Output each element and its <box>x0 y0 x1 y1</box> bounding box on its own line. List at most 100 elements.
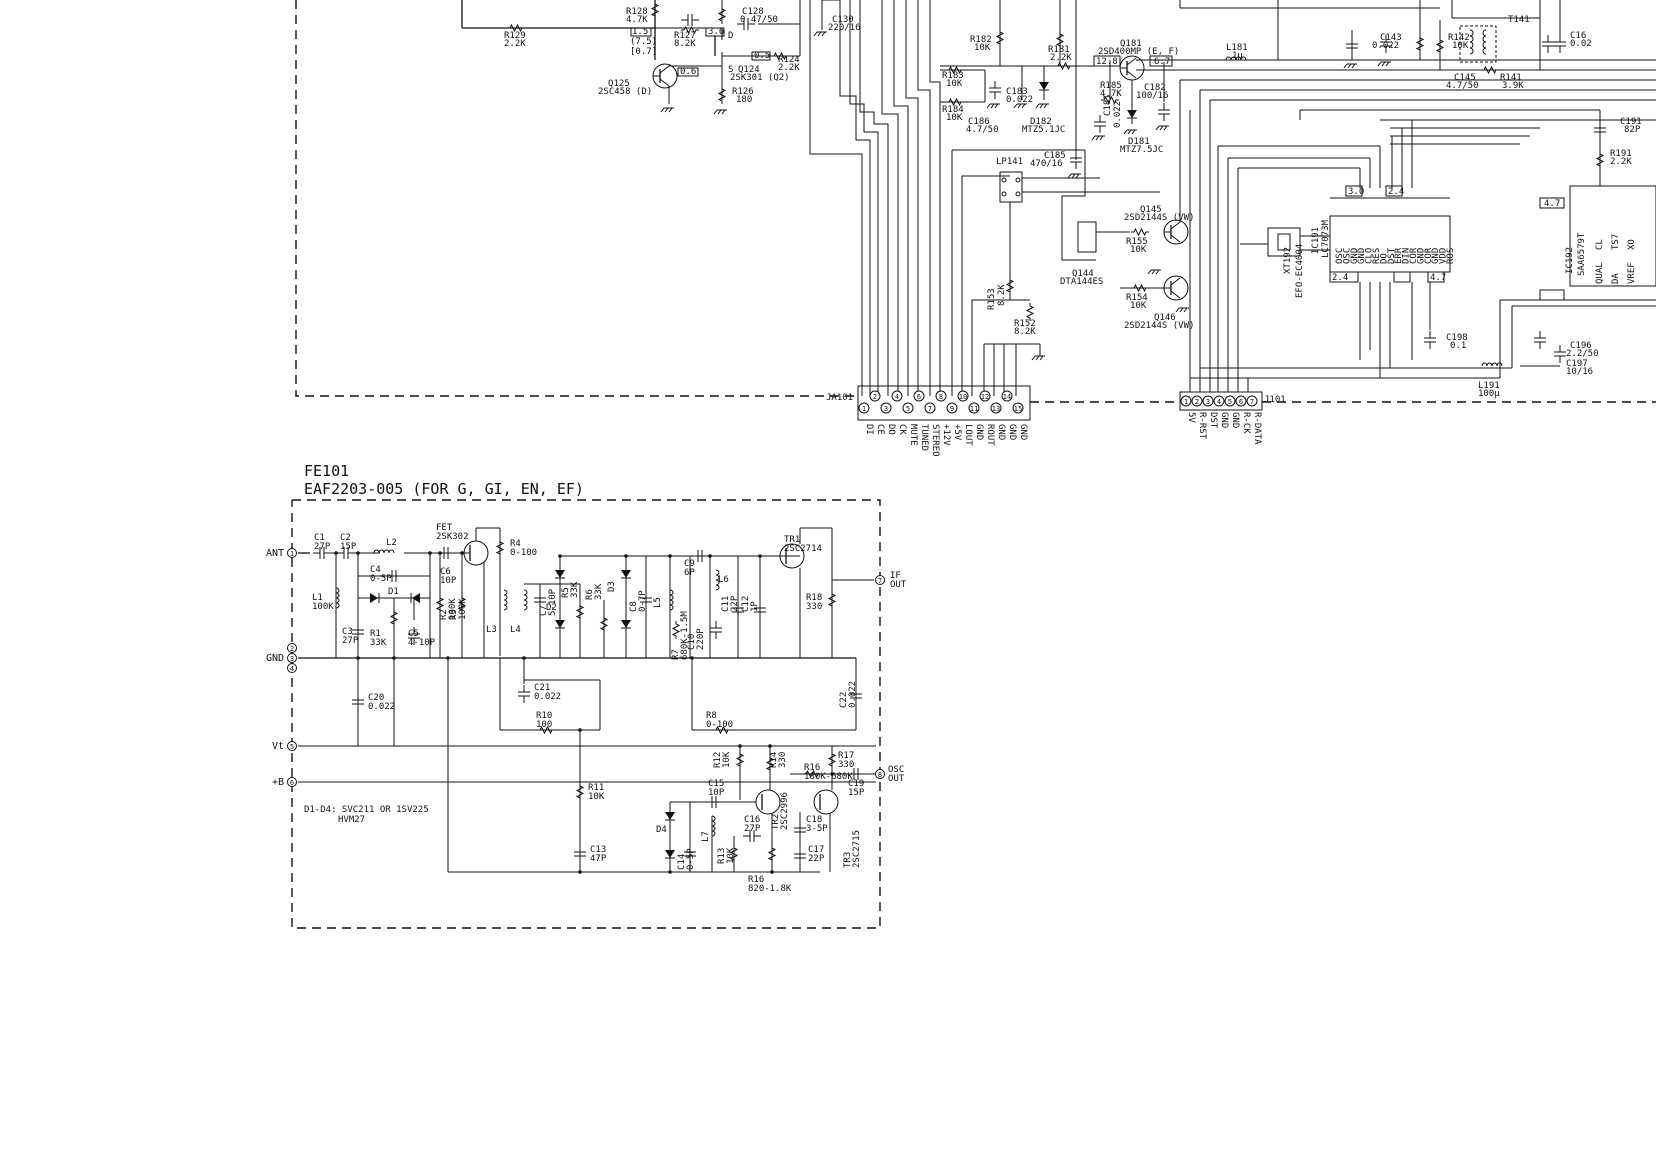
voltage-12: 4.7 <box>1544 199 1560 209</box>
ja101-pin-1: 1 <box>858 402 870 414</box>
ja101-bus-lines <box>809 0 1085 396</box>
j101-pin-5: 5 <box>1224 395 1236 407</box>
ic192-pin-label: TS7 <box>1611 234 1621 250</box>
ja101-pin-label: GND <box>1018 424 1028 440</box>
fe-c20-value: 0.022 <box>368 702 395 712</box>
c185-label: C185 <box>1044 151 1066 161</box>
j101-pin-label: R-DATA <box>1252 412 1262 445</box>
d181-value: MTZ7.5JC <box>1120 145 1163 155</box>
fe101-pin-number: 6 <box>290 779 294 787</box>
j101-pin-number: 6 <box>1239 398 1243 406</box>
c130-value: 220/16 <box>828 23 861 33</box>
ic192-value: SAA6579T <box>1577 232 1587 276</box>
fe101-pin-number: 7 <box>878 577 882 585</box>
fe101-pin-number: 4 <box>290 665 294 673</box>
ja101-pin-15: 15 <box>1012 402 1024 414</box>
q145-value: 2SD2144S (VW) <box>1124 213 1194 223</box>
c198-value: 0.1 <box>1450 341 1466 351</box>
fe-c2-value: 15P <box>340 542 357 552</box>
d182-value: MTZ5.1JC <box>1022 125 1065 135</box>
ic191-pin-label: OSC <box>1342 248 1352 264</box>
ja101-pin-11: 11 <box>968 402 980 414</box>
fe101-port-label: Vt <box>272 741 284 752</box>
fe-c2-label: C2 <box>340 533 351 543</box>
fe-tr2-label: TR2 <box>771 814 781 830</box>
fe-r13-value: 10K <box>726 847 736 864</box>
fe-c15-label: C15 <box>708 779 724 789</box>
fe101-port-b: 6+B <box>272 777 297 788</box>
fe101-port-osc: 8 <box>875 769 885 779</box>
ja101-pin-number: 13 <box>992 405 1000 413</box>
r185-label: R185 <box>1100 81 1122 91</box>
fe-c1-label: C1 <box>314 533 325 543</box>
fe-d1-label: D1 <box>388 587 399 597</box>
ic191-pin-label: COR <box>1409 247 1419 264</box>
r183-label: R183 <box>942 71 964 81</box>
fe-r8-label: R8 <box>706 711 717 721</box>
fe-r12-value: 10K <box>722 751 732 768</box>
ja101-pin-label: CK <box>897 424 907 435</box>
ja101-pin-number: 3 <box>884 405 888 413</box>
r126-label: R126 <box>732 87 754 97</box>
fe-tr2-value: 2SC2996 <box>780 792 790 830</box>
c183-label: C183 <box>1006 87 1028 97</box>
ic191-value: LC7073M <box>1321 219 1331 258</box>
q145-label: Q145 <box>1140 205 1162 215</box>
voltage-10: 2.4 <box>1388 187 1404 197</box>
fe-c16-value: 27P <box>744 824 761 834</box>
c145-value: 4.7/50 <box>1446 81 1479 91</box>
ja101-pin-9: 9 <box>946 402 958 414</box>
ja101-pin-2: 2 <box>869 390 881 402</box>
c128-value: 0.47/50 <box>740 15 778 25</box>
voltage-7: 12.8 <box>1096 57 1118 67</box>
ja101-pin-3: 3 <box>880 402 892 414</box>
fe-r5-value: 33K <box>570 581 580 598</box>
r128-label: R128 <box>626 7 648 17</box>
r153-label: R153 <box>987 288 997 310</box>
fe-c3-value: 27P <box>342 636 359 646</box>
fe-c12-value: 1P <box>750 601 760 612</box>
j101-pin-label: DST <box>1208 412 1218 429</box>
ja101-pin-number: 4 <box>895 393 899 401</box>
q181-label: Q181 <box>1120 39 1142 49</box>
fe-c22-label: C22 <box>839 692 849 708</box>
fe-r2-label: R2 <box>439 609 449 620</box>
fe-l3-label: L3 <box>486 625 497 635</box>
c181-value: 0.022 <box>1113 101 1123 128</box>
fe-c19-value: 15P <box>848 788 865 798</box>
voltage-11: 2.4 <box>1332 273 1348 283</box>
l181-label: L181 <box>1226 43 1248 53</box>
fe-c21-value: 0.022 <box>534 692 561 702</box>
fe-c6-label: C6 <box>440 567 451 577</box>
ic192-pin-label: DA <box>1611 273 1621 284</box>
fe101-ref: FE101 <box>304 462 349 480</box>
fe-l7-label: L7 <box>701 831 711 842</box>
fe-c21-label: C21 <box>534 683 550 693</box>
d182-label: D182 <box>1030 117 1052 127</box>
ja101-pin-6: 6 <box>913 390 925 402</box>
fe-c1-value: 27P <box>314 542 331 552</box>
ja101-pin-number: 9 <box>950 405 954 413</box>
ja101-pin-label: +12V <box>941 424 951 446</box>
ic191-label: IC191 <box>1311 227 1321 254</box>
fe-r16-value: 820-1.8K <box>748 884 792 894</box>
fe-l2-label: L2 <box>386 538 397 548</box>
fe101-port-gnd1: 2 <box>287 643 297 653</box>
r153-value: 8.2K <box>997 284 1007 306</box>
j101-pin-label: R-CK <box>1241 412 1251 434</box>
fe-c18-value: 3-5P <box>806 824 828 834</box>
c186-value: 4.7/50 <box>966 125 999 135</box>
ic191-pin-label: DO <box>1379 253 1389 264</box>
fe-r2-value: 100K <box>448 598 458 620</box>
d181-label: D181 <box>1128 137 1150 147</box>
fe-tr3-label: TR3 <box>843 852 853 868</box>
q181-value: 2SD400MP (E, F) <box>1098 47 1179 57</box>
fe101-wiring <box>298 527 876 874</box>
ic191-pin-label: GND <box>1357 248 1367 264</box>
r141-value: 3.9K <box>1502 81 1524 91</box>
fe-r6-label: R6 <box>585 589 595 600</box>
fe-c9-value: 6P <box>684 568 695 578</box>
c196-label: C196 <box>1570 341 1592 351</box>
fe-r7-value: 680K-1.5M <box>680 611 690 660</box>
xt192-label: XT192 <box>1283 247 1293 274</box>
